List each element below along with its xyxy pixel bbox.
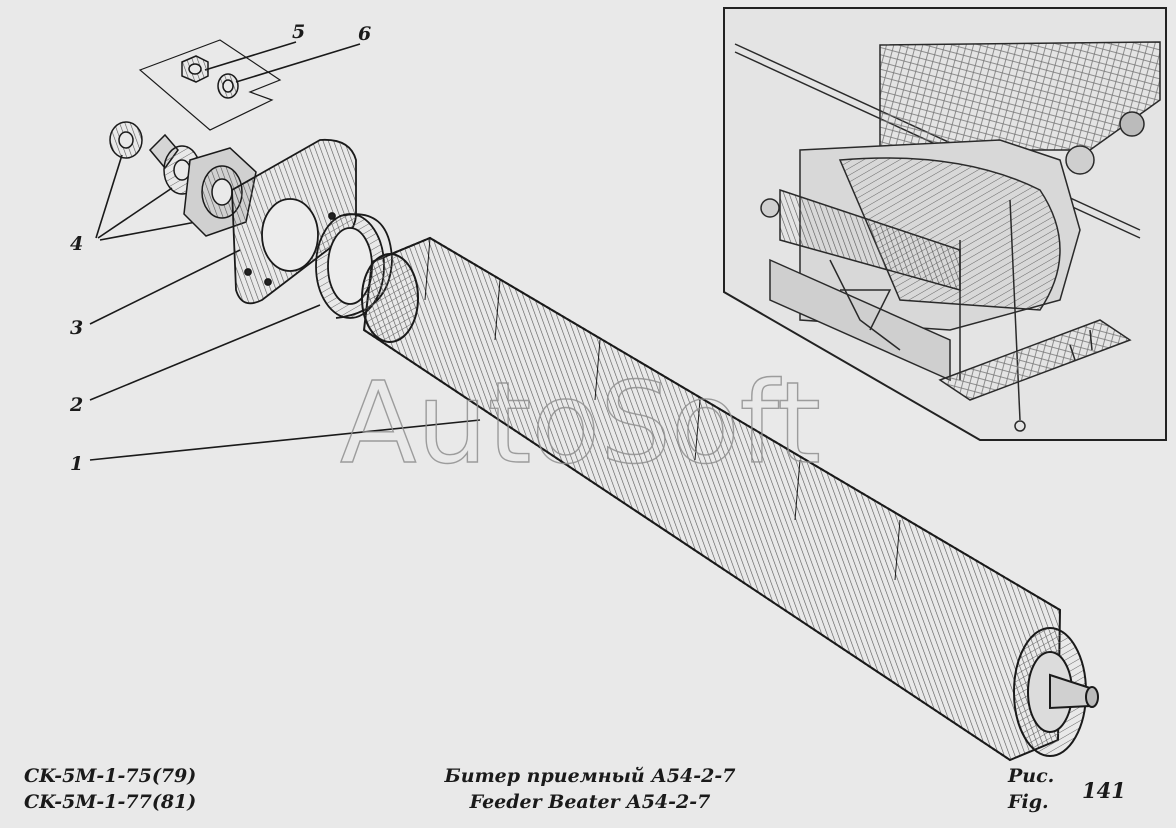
model-line-1: CK-5M-1-75(79) <box>24 765 197 787</box>
figure-title: Битер приемный А54-2-7 Feeder Beater А54… <box>405 763 775 815</box>
callout-5: 5 <box>292 21 305 43</box>
inset-illustration <box>723 7 1167 441</box>
callout-2: 2 <box>69 394 83 416</box>
fig-label-russian: Рис. <box>1008 765 1055 787</box>
figure-label: Рис. Fig. <box>1008 763 1054 815</box>
callout-1: 1 <box>70 453 83 475</box>
title-russian: Битер приемный А54-2-7 <box>444 765 736 787</box>
nut-part-5 <box>181 55 209 83</box>
model-numbers: CK-5M-1-75(79) CK-5M-1-77(81) <box>24 763 196 815</box>
title-english: Feeder Beater А54-2-7 <box>469 791 711 813</box>
watermark-text: AutoSoft <box>340 359 821 489</box>
figure-number: 141 <box>1082 778 1126 803</box>
washer-part-6 <box>217 73 239 99</box>
model-line-2: CK-5M-1-77(81) <box>24 791 197 813</box>
fig-label-english: Fig. <box>1008 791 1049 813</box>
callout-4: 4 <box>70 233 83 255</box>
callout-3: 3 <box>70 317 83 339</box>
callout-labels: 1 2 3 4 5 6 <box>69 21 371 475</box>
leader-lines <box>89 39 481 461</box>
beater-drum-part-1 <box>361 236 1099 762</box>
callout-6: 6 <box>358 23 371 45</box>
